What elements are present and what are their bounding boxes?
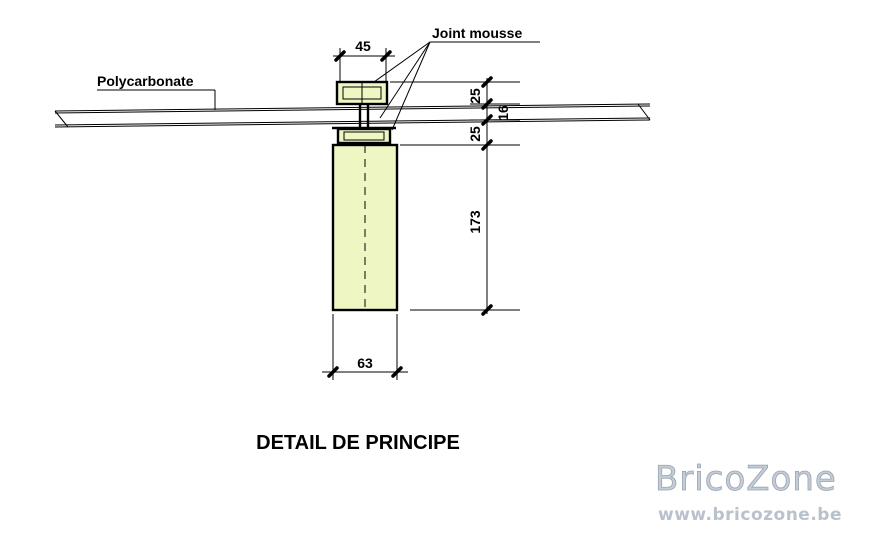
dimension-beam-width bbox=[322, 314, 408, 380]
polycarbonate-leader bbox=[97, 89, 216, 110]
label-polycarbonate: Polycarbonate bbox=[97, 73, 194, 89]
dimension-label-beam-height: 173 bbox=[467, 210, 483, 234]
dimension-vertical-chain bbox=[390, 76, 520, 316]
dimension-label-beam-width: 63 bbox=[357, 355, 373, 371]
top-cap-profile bbox=[335, 80, 389, 106]
dimension-label-sheet-thickness: 16 bbox=[495, 105, 511, 121]
polycarbonate-sheet bbox=[54, 103, 651, 128]
watermark-url: www.bricozone.be bbox=[658, 505, 842, 525]
dimension-top-width bbox=[333, 48, 395, 82]
dimension-label-top-width: 45 bbox=[355, 38, 371, 54]
dimension-label-lower-gap: 25 bbox=[467, 126, 483, 142]
drawing-title: DETAIL DE PRINCIPE bbox=[256, 432, 460, 454]
dimension-label-upper-gap: 25 bbox=[467, 88, 483, 104]
label-joint-mousse: Joint mousse bbox=[432, 25, 522, 41]
foam-seal-lower bbox=[336, 127, 392, 145]
joint-leader-lines bbox=[373, 41, 540, 131]
wood-beam bbox=[331, 143, 399, 312]
watermark-brand: BricoZone bbox=[655, 459, 837, 499]
